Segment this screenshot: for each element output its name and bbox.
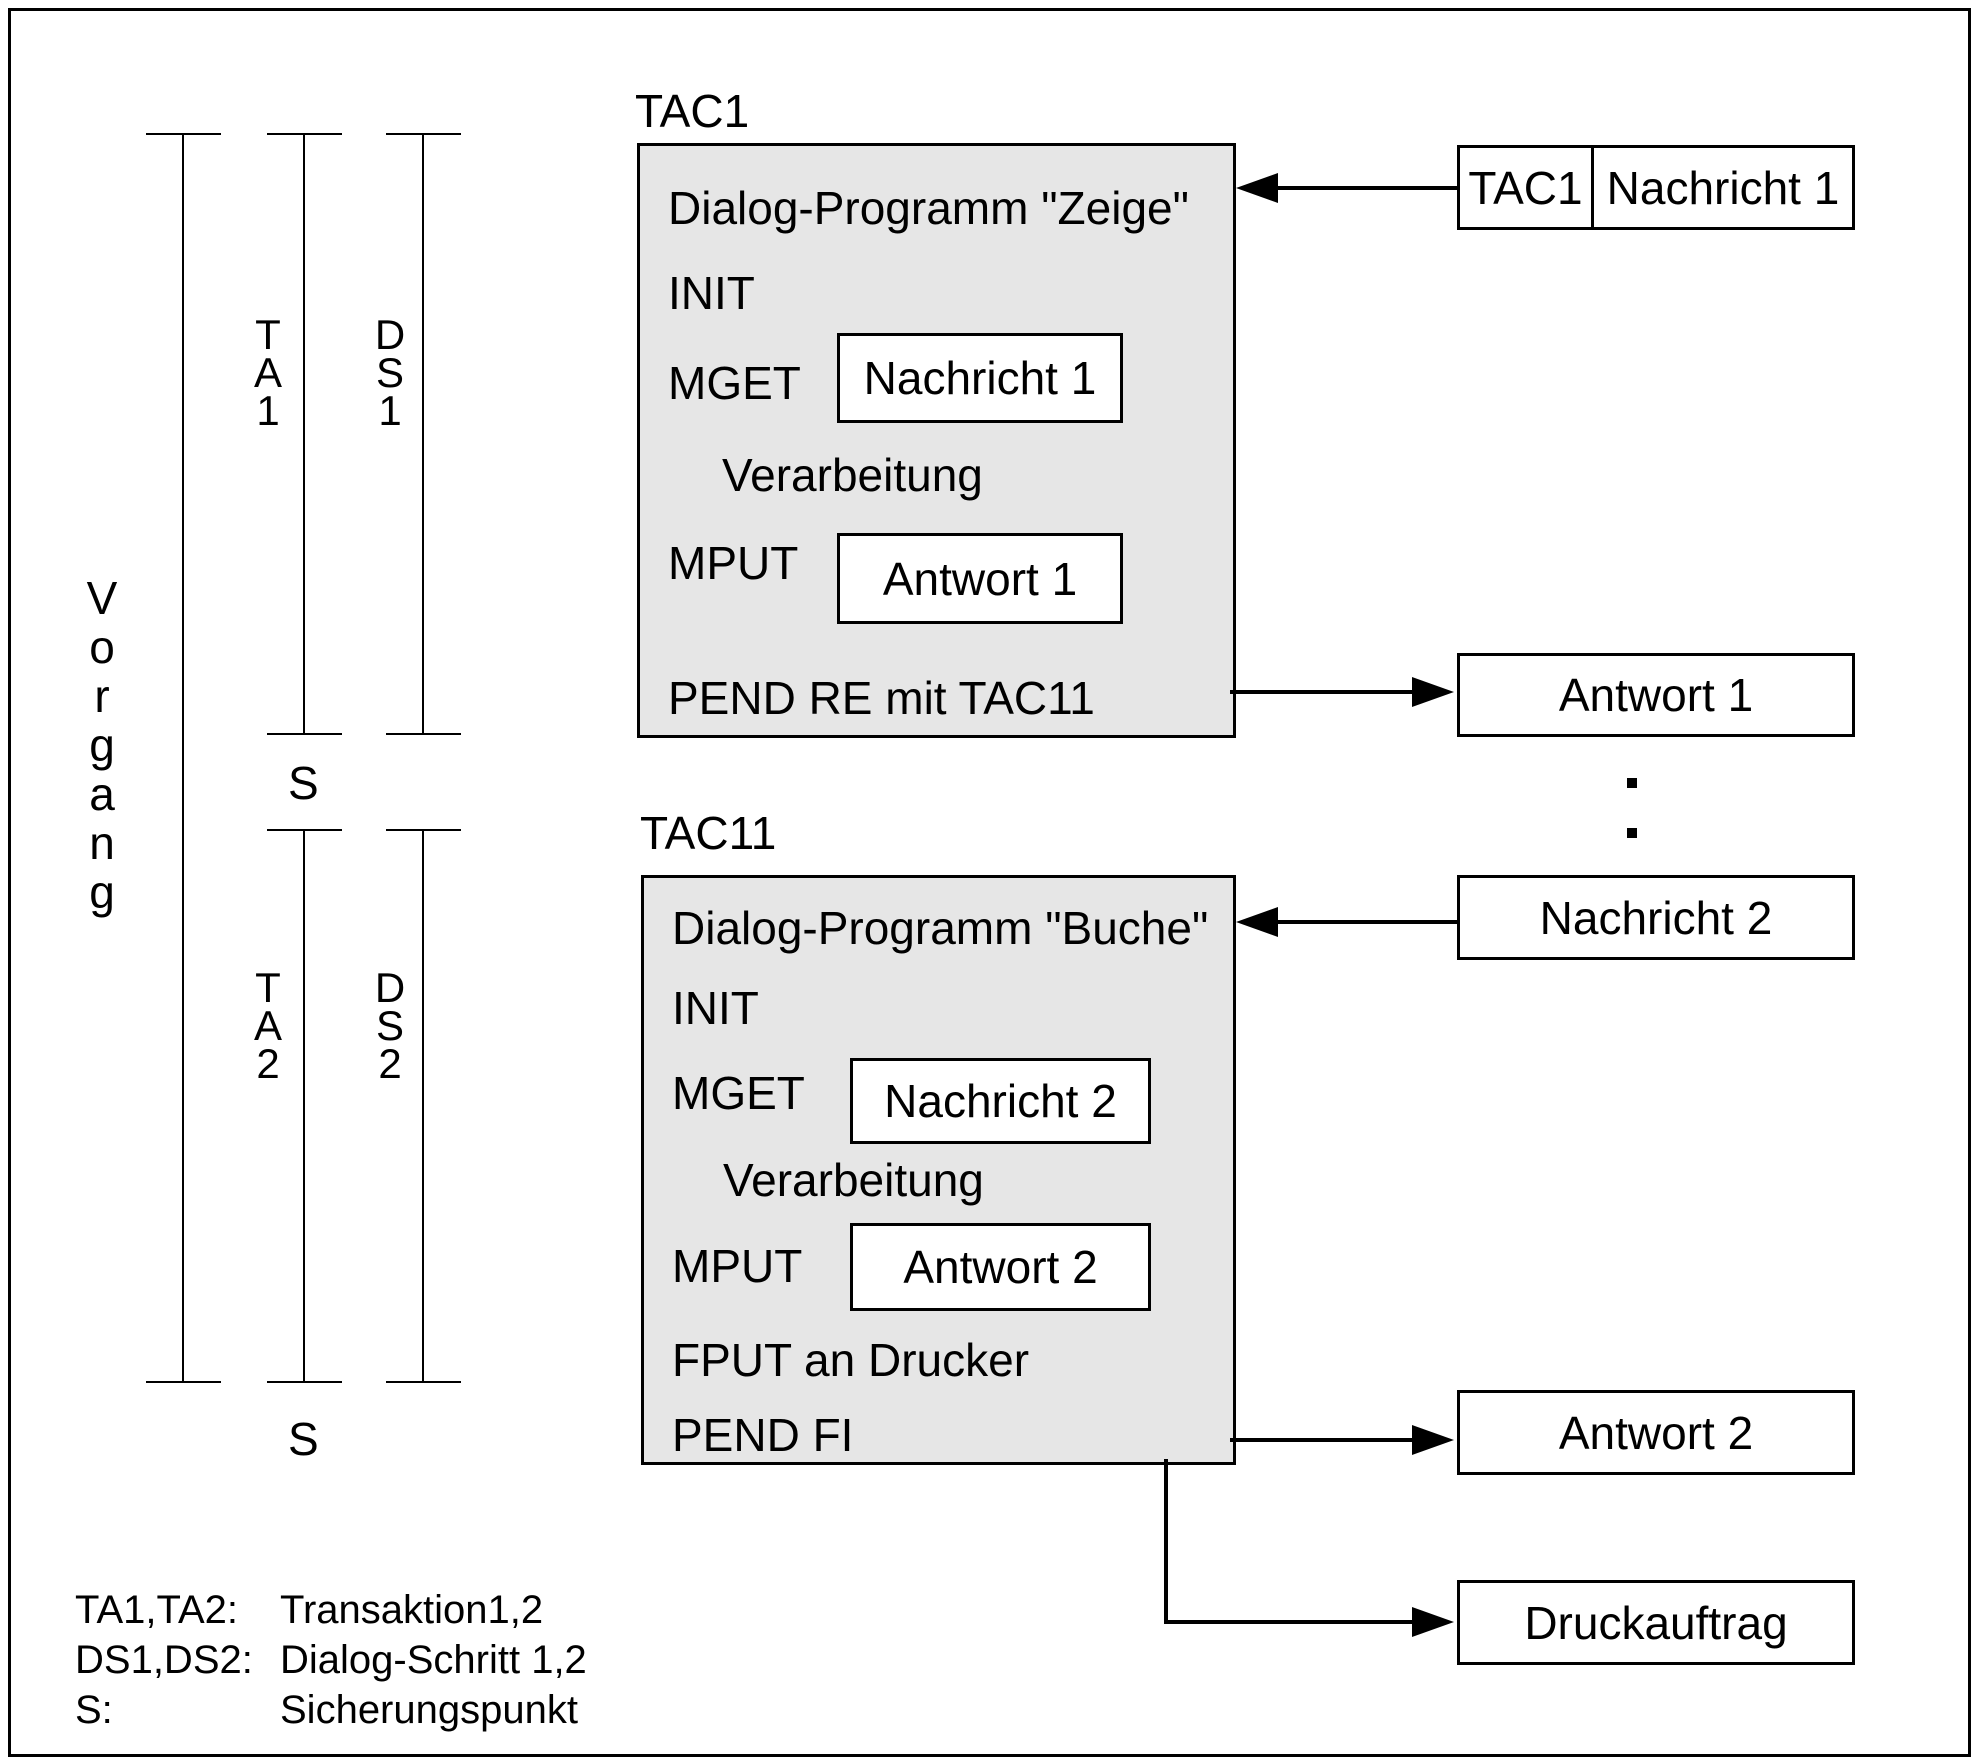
vorgang-top-tick	[146, 133, 221, 135]
legend-row-ta: TA1,TA2: Transaktion1,2	[75, 1585, 587, 1635]
tac11-init: INIT	[672, 982, 759, 1034]
tac1-mput-message-text: Antwort 1	[882, 552, 1078, 605]
tac11-mput-message-text: Antwort 2	[903, 1241, 1098, 1293]
tac11-pend: PEND FI	[672, 1409, 854, 1461]
arrow-output1-shaft	[1230, 690, 1417, 694]
ds2-bottom-tick	[386, 1381, 461, 1383]
tac11-mget: MGET	[672, 1067, 805, 1119]
tac1-mget: MGET	[668, 357, 801, 409]
tac1-mget-message-box: Nachricht 1	[837, 333, 1123, 423]
ta2-line	[303, 829, 305, 1383]
input-message-1-text-cell: Nachricht 1	[1606, 161, 1840, 214]
arrow-input2-shaft	[1270, 920, 1457, 924]
tac1-mput: MPUT	[668, 537, 799, 589]
ellipsis-dot-1	[1627, 778, 1637, 788]
ds2-line	[422, 829, 424, 1383]
tac1-mget-message-text: Nachricht 1	[863, 352, 1097, 404]
tac1-init: INIT	[668, 267, 755, 319]
ta2-top-tick	[267, 829, 342, 831]
arrow-printjob-vertical-shaft	[1164, 1459, 1168, 1624]
input-message-2-box: Nachricht 2	[1457, 875, 1855, 960]
tac11-fput: FPUT an Drucker	[672, 1334, 1030, 1386]
tac11-mput: MPUT	[672, 1240, 803, 1292]
tac1-program-box	[637, 143, 1236, 738]
ds1-bottom-tick	[386, 733, 461, 735]
figure-border	[8, 8, 1971, 1757]
input-message-1-tac-cell: TAC1	[1460, 148, 1594, 227]
tac1-program-name: Dialog-Programm "Zeige"	[668, 182, 1189, 234]
output-message-1-box: Antwort 1	[1457, 653, 1855, 737]
legend-key-ds: DS1,DS2:	[75, 1638, 253, 1682]
ds2-top-tick	[386, 829, 461, 831]
tac1-mput-message-box: Antwort 1	[837, 533, 1123, 624]
legend-key-ta: TA1,TA2:	[75, 1588, 239, 1632]
tac11-title: TAC11	[640, 807, 777, 859]
ds1-top-tick	[386, 133, 461, 135]
output-message-2-box: Antwort 2	[1457, 1390, 1855, 1475]
arrow-printjob-head-icon	[1412, 1607, 1454, 1637]
legend-value-ta: Transaktion1,2	[280, 1588, 544, 1632]
tac11-mput-message-box: Antwort 2	[850, 1223, 1151, 1311]
arrow-output1-head-icon	[1412, 677, 1454, 707]
tac11-processing: Verarbeitung	[723, 1154, 984, 1206]
ta1-line	[303, 133, 305, 735]
legend-value-s: Sicherungspunkt	[280, 1688, 578, 1732]
ta1-top-tick	[267, 133, 342, 135]
tac11-mget-message-box: Nachricht 2	[850, 1058, 1151, 1144]
ta2-bottom-tick	[267, 1381, 342, 1383]
tac1-title: TAC1	[635, 85, 750, 137]
arrow-input1-shaft	[1270, 186, 1457, 190]
sicherungspunkt-2-label: S	[288, 1413, 319, 1465]
legend-key-s: S:	[75, 1688, 113, 1732]
ellipsis-dot-2	[1627, 828, 1637, 838]
ds1-line	[422, 133, 424, 735]
print-job-box: Druckauftrag	[1457, 1580, 1855, 1665]
legend-value-ds: Dialog-Schritt 1,2	[280, 1638, 587, 1682]
input-message-1-box: TAC1 Nachricht 1	[1457, 145, 1855, 230]
sicherungspunkt-1-label: S	[288, 757, 319, 809]
legend: TA1,TA2: Transaktion1,2 DS1,DS2: Dialog-…	[75, 1585, 587, 1735]
legend-row-s: S: Sicherungspunkt	[75, 1685, 587, 1735]
tac1-processing: Verarbeitung	[722, 449, 983, 501]
arrow-output2-shaft	[1230, 1438, 1417, 1442]
arrow-output2-head-icon	[1412, 1425, 1454, 1455]
legend-row-ds: DS1,DS2: Dialog-Schritt 1,2	[75, 1635, 587, 1685]
ta1-bottom-tick	[267, 733, 342, 735]
tac11-program-box	[641, 875, 1236, 1465]
vorgang-bottom-tick	[146, 1381, 221, 1383]
vorgang-timeline-line	[182, 133, 184, 1383]
tac11-program-name: Dialog-Programm "Buche"	[672, 902, 1209, 954]
tac1-pend: PEND RE mit TAC11	[668, 672, 1095, 724]
arrow-printjob-shaft	[1164, 1620, 1417, 1624]
tac11-mget-message-text: Nachricht 2	[884, 1075, 1117, 1127]
